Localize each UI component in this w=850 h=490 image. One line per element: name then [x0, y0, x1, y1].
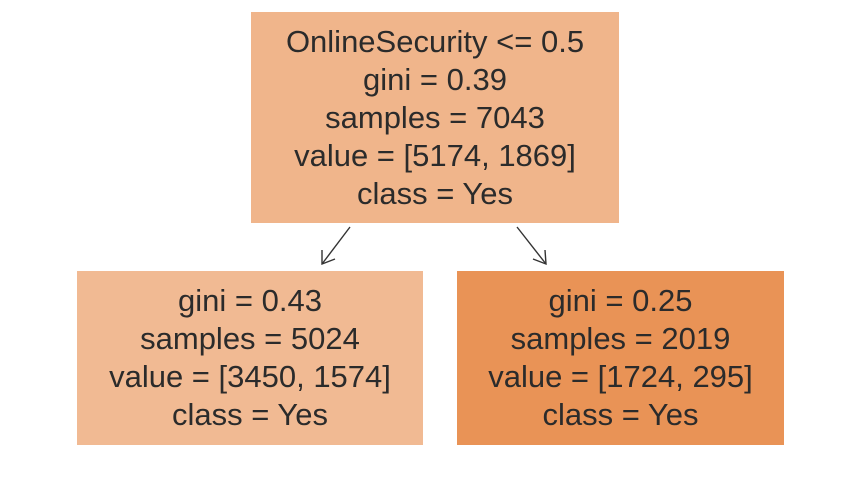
node-right-samples: samples = 2019: [510, 321, 731, 356]
tree-node-right: gini = 0.25 samples = 2019 value = [1724…: [457, 271, 784, 445]
node-left-class: class = Yes: [172, 397, 328, 432]
node-root-samples: samples = 7043: [325, 99, 545, 135]
node-right-value: value = [1724, 295]: [488, 359, 753, 394]
tree-node-root: OnlineSecurity <= 0.5 gini = 0.39 sample…: [251, 12, 619, 223]
node-root-value: value = [5174, 1869]: [294, 137, 576, 173]
node-left-value: value = [3450, 1574]: [109, 359, 391, 394]
edge-root-to-left: [321, 226, 351, 266]
tree-node-left: gini = 0.43 samples = 5024 value = [3450…: [77, 271, 423, 445]
node-root-class: class = Yes: [357, 175, 513, 211]
node-right-gini: gini = 0.25: [548, 283, 693, 318]
node-left-gini: gini = 0.43: [178, 283, 322, 318]
node-root-split-rule: OnlineSecurity <= 0.5: [285, 23, 585, 59]
node-root-gini: gini = 0.39: [363, 61, 507, 97]
node-right-class: class = Yes: [542, 397, 699, 432]
edge-root-to-right: [516, 226, 547, 266]
node-left-samples: samples = 5024: [140, 321, 360, 356]
